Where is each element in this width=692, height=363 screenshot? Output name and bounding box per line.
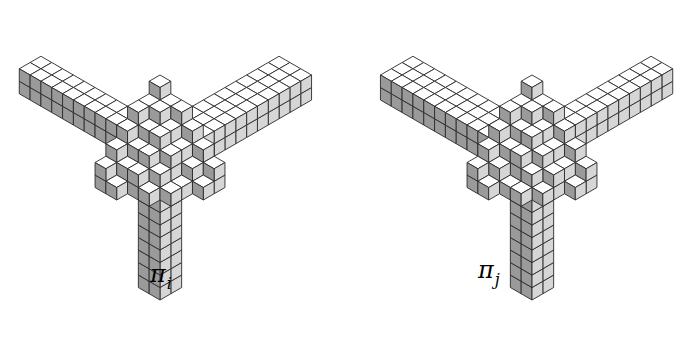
- cube-face: [247, 106, 258, 125]
- subscript-index: j: [495, 270, 500, 289]
- cube-face: [30, 75, 41, 94]
- cube-face: [279, 88, 290, 107]
- cube-face: [521, 188, 532, 207]
- plane-partition-right: [380, 56, 672, 300]
- cube-face: [203, 181, 214, 200]
- cube-face: [467, 163, 478, 182]
- cube-face: [554, 169, 565, 188]
- cube-face: [149, 188, 160, 207]
- plane-partition-left: [19, 56, 311, 300]
- cube-face: [106, 181, 117, 200]
- cube-face: [402, 88, 413, 107]
- cube-face: [160, 188, 171, 207]
- cube-face: [192, 181, 203, 200]
- cube-face: [597, 106, 608, 125]
- cube-face: [445, 113, 456, 132]
- cube-face: [41, 81, 52, 100]
- pi-symbol: π: [478, 256, 494, 284]
- cube-face: [510, 150, 521, 169]
- cube-face: [290, 81, 301, 100]
- cube-face: [268, 94, 279, 113]
- cube-face: [500, 181, 511, 200]
- cube-face: [662, 69, 673, 88]
- cube-face: [489, 181, 500, 200]
- cube-face: [380, 75, 391, 94]
- cube-face: [106, 119, 117, 138]
- cube-face: [467, 125, 478, 144]
- cube-face: [257, 100, 268, 119]
- cube-face: [95, 113, 106, 132]
- cube-face: [301, 75, 312, 94]
- subscript-index: i: [167, 274, 172, 293]
- cube-face: [84, 106, 95, 125]
- cube-face: [586, 163, 597, 182]
- cube-face: [510, 188, 521, 207]
- cube-face: [236, 113, 247, 132]
- cube-face: [651, 75, 662, 94]
- cube-face: [543, 188, 554, 207]
- cube-face: [171, 150, 182, 169]
- pi-symbol: π: [150, 260, 166, 288]
- cube-face: [19, 69, 30, 88]
- cube-face: [413, 94, 424, 113]
- cube-face: [225, 119, 236, 138]
- cube-face: [214, 125, 225, 144]
- cube-face: [456, 119, 467, 138]
- cube-face: [391, 81, 402, 100]
- cube-face: [629, 88, 640, 107]
- partition-label: πj: [478, 258, 500, 282]
- cube-face: [478, 181, 489, 200]
- partition-label: πi: [150, 262, 172, 286]
- cube-face: [586, 113, 597, 132]
- cube-face: [117, 181, 128, 200]
- cube-face: [73, 100, 84, 119]
- cube-face: [63, 94, 74, 113]
- cube-face: [128, 169, 139, 188]
- cube-face: [564, 181, 575, 200]
- cube-face: [640, 81, 651, 100]
- cube-face: [95, 163, 106, 182]
- cube-face: [171, 188, 182, 207]
- cube-face: [608, 100, 619, 119]
- cube-face: [138, 188, 149, 207]
- cube-face: [619, 94, 630, 113]
- cube-face: [424, 100, 435, 119]
- cube-face: [435, 106, 446, 125]
- cube-face: [214, 163, 225, 182]
- cube-face: [575, 181, 586, 200]
- cube-face: [532, 188, 543, 207]
- cube-face: [182, 181, 193, 200]
- cube-face: [52, 88, 63, 107]
- cube-face: [575, 119, 586, 138]
